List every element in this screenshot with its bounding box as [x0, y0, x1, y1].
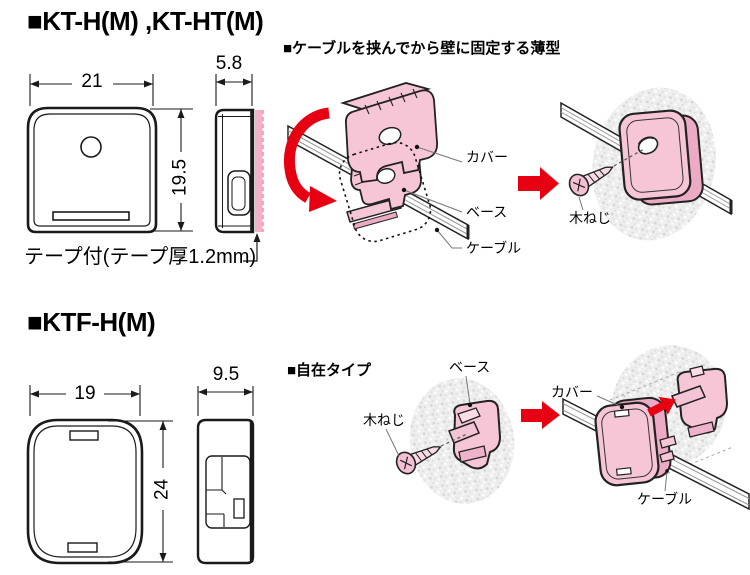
kt-label-base: ベース — [466, 204, 508, 220]
ktf-depth-dimension — [197, 386, 254, 416]
kt-height-dimension — [150, 108, 193, 232]
kt-tape-pointer — [243, 233, 261, 262]
ktf-label-base: ベース — [449, 359, 491, 375]
ktf-section-title: ■KTF-H(M) — [27, 307, 156, 337]
kt-front-view — [26, 106, 158, 234]
ktf-width-value: 19 — [74, 383, 96, 404]
kt-depth-value: 5.8 — [215, 53, 243, 74]
kt-label-screw: 木ねじ — [569, 210, 611, 226]
kt-step1-illustration — [283, 82, 470, 249]
wood-screw — [395, 446, 442, 475]
base-part — [448, 399, 502, 470]
screw-leader — [578, 196, 584, 211]
kt-depth-dimension — [215, 74, 253, 106]
ktf-height-dimension — [108, 420, 173, 563]
kt-width-dimension — [29, 74, 154, 106]
kt-step2-illustration — [560, 87, 733, 241]
cover-part — [340, 82, 438, 184]
kt-width-value: 21 — [81, 71, 103, 92]
leader-lines — [596, 395, 669, 492]
screw-guide-line — [440, 433, 468, 447]
ktf-label-cover: カバー — [551, 384, 593, 400]
ktf-height-value: 24 — [151, 478, 173, 501]
ktf-usage-subtitle: ■自在タイプ — [287, 362, 372, 379]
kt-label-cover: カバー — [466, 149, 508, 165]
kt-section-title: ■KT-H(M) ,KT-HT(M) — [27, 6, 264, 36]
rotate-arrow — [283, 107, 337, 212]
ktf-front-view — [26, 418, 144, 565]
ktf-depth-value: 9.5 — [212, 364, 240, 385]
kt-tape-note: テープ付(テープ厚1.2mm) — [24, 246, 257, 268]
leader-lines — [385, 375, 473, 457]
mounted-clip — [618, 109, 704, 206]
dotted-highlight — [338, 141, 432, 243]
ktf-side-view — [196, 418, 255, 565]
tape-strip — [255, 110, 263, 232]
step-arrow-icon — [521, 401, 560, 429]
ktf-step2-illustration — [562, 345, 750, 511]
base-pad — [346, 197, 402, 230]
ktf-label-screw: 木ねじ — [363, 412, 405, 428]
kt-height-value: 19.5 — [169, 158, 191, 196]
ktf-step1-illustration — [385, 375, 515, 504]
ktf-width-dimension — [29, 385, 141, 416]
leader-lines — [401, 144, 463, 249]
ktf-label-cable: ケーブル — [637, 491, 693, 507]
kt-side-view — [214, 108, 264, 234]
kt-usage-subtitle: ■ケーブルを挟んでから壁に固定する薄型 — [283, 40, 561, 57]
attach-arrow-icon — [647, 396, 676, 417]
kt-label-cable: ケーブル — [466, 240, 522, 256]
base-part — [670, 365, 729, 438]
cover-part — [594, 396, 677, 487]
wood-screw — [568, 166, 614, 197]
step-arrow-icon — [518, 167, 559, 200]
